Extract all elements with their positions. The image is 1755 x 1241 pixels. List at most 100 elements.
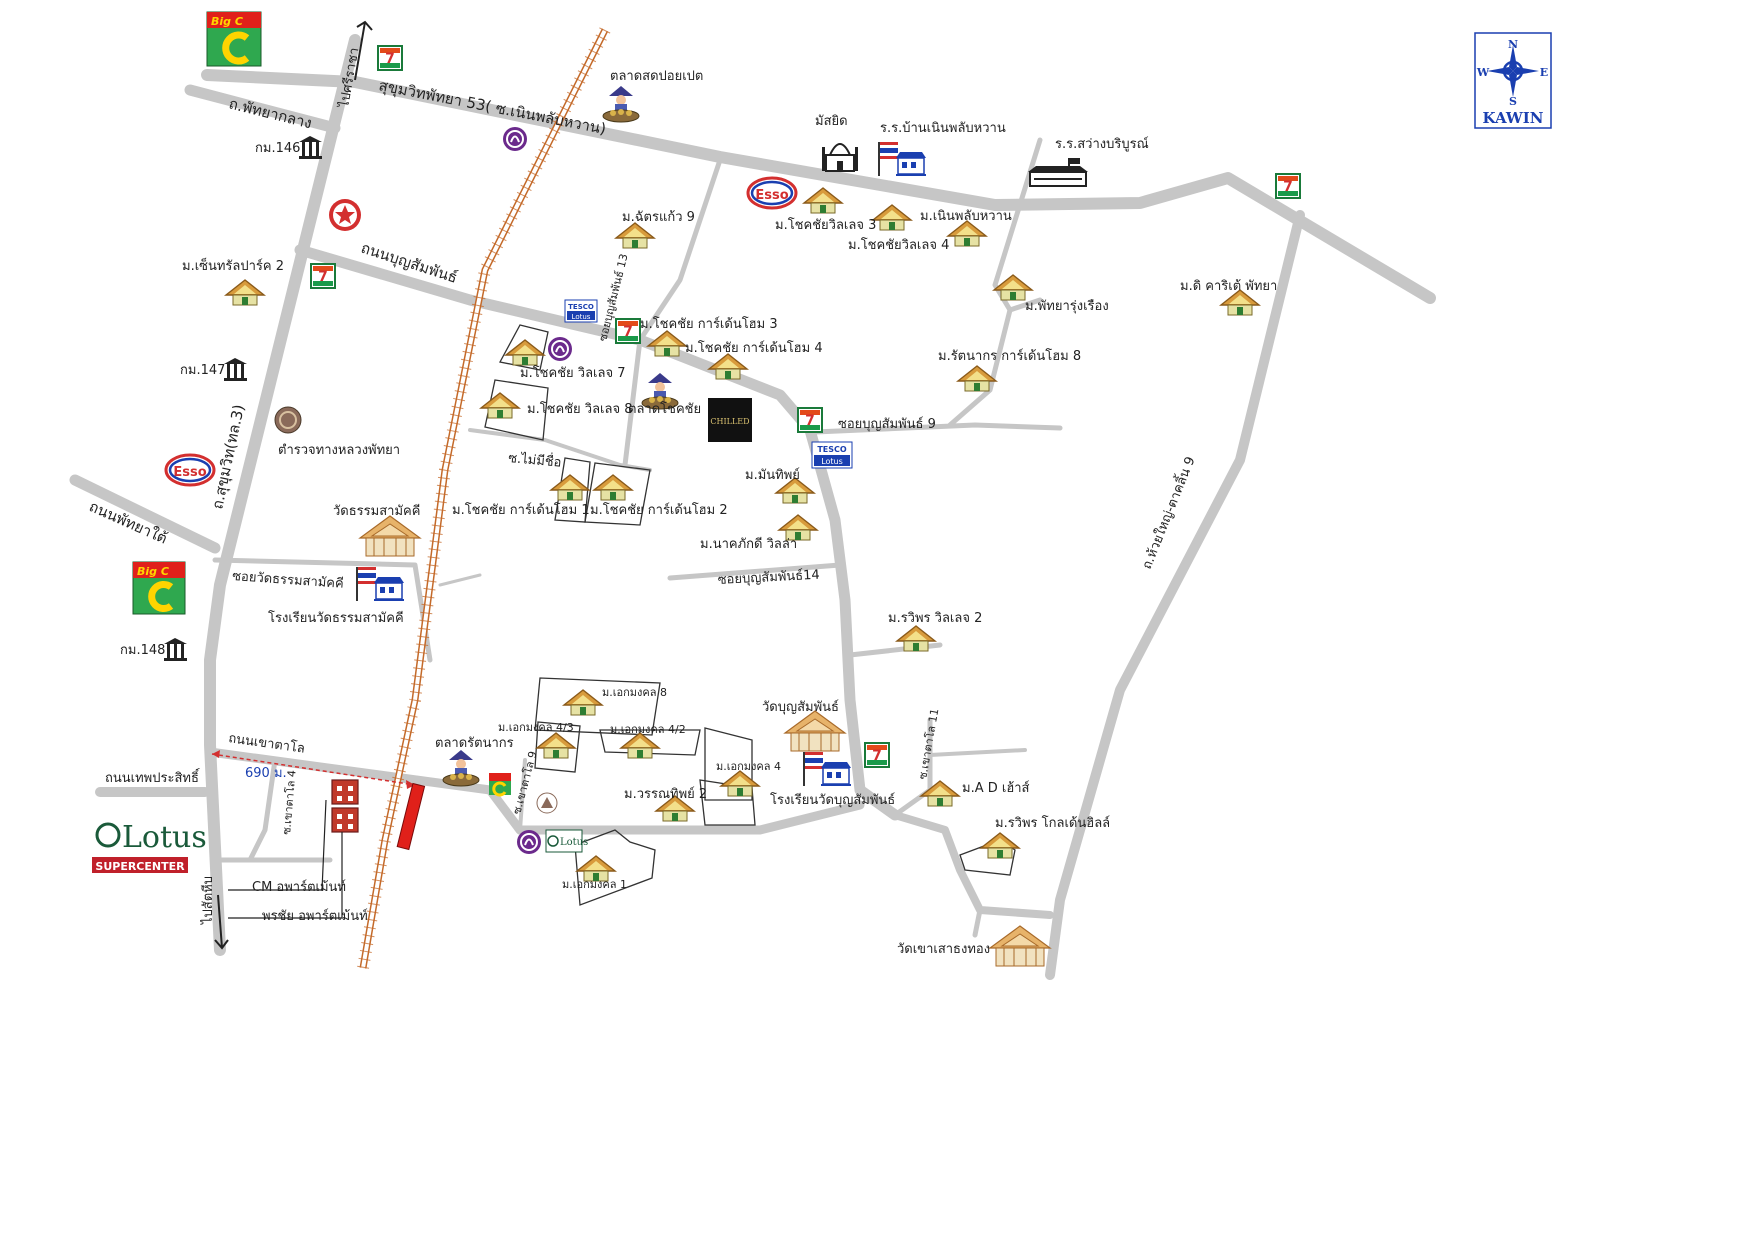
label-ekmongkol-4: ม.เอกมงคล 4 — [716, 760, 781, 773]
label-chokchai-v8: ม.โชคชัย วิลเลจ 8 — [527, 401, 632, 417]
label-cm-apartment: CM อพาร์ตเม้นท์ — [252, 879, 346, 895]
to-sriracha-arrow — [354, 20, 373, 81]
big-c-small-icon[interactable] — [487, 771, 513, 797]
label-ekmongkol-43: ม.เอกมงคล 4/3 — [498, 721, 574, 734]
svg-text:TESCO: TESCO — [568, 303, 594, 311]
road-huai-yai — [1045, 210, 1305, 980]
label-wat-khao: วัดเขาเสาธงทอง — [897, 942, 990, 957]
road-label-pattaya-klang: ถ.พัทยากลาง — [227, 94, 314, 132]
label-chatkaew-9: ม.ฉัตรแก้ว 9 — [622, 210, 695, 225]
label-talad-pui-ped: ตลาดสดปอยเปต — [610, 69, 703, 84]
distance-marker: 690 ม. — [211, 750, 416, 789]
road-khao-talo-4 — [247, 757, 278, 863]
road-soi-boon-13 — [622, 157, 723, 468]
distance-label: 690 ม. — [245, 766, 287, 781]
svg-text:TESCO: TESCO — [817, 445, 847, 454]
to-sattahip-arrow — [214, 894, 229, 950]
label-rattanakorn-gh8: ม.รัตนากร การ์เด้นโฮม 8 — [938, 348, 1081, 364]
compass-brand: KAWIN — [1483, 109, 1544, 127]
label-talad-chokchai: ตลาดโชคชัย — [628, 401, 701, 417]
road-label-khao-talo-9: ซ.เขาตาโล 9 — [509, 749, 539, 815]
label-pornchai-apartment: พรชัย อพาร์ตเม้นท์ — [262, 908, 368, 924]
road-label-to-sattahip: ไปสัตหีบ — [200, 876, 216, 925]
label-chokchai-gh3: ม.โชคชัย การ์เด้นโฮม 3 — [640, 316, 778, 332]
label-wat-thamma: วัดธรรมสามัคคี — [333, 503, 420, 519]
esso-icon[interactable]: Esso Esso — [164, 176, 798, 487]
label-school-sawang: ร.ร.สว่างบริบูรณ์ — [1055, 136, 1149, 152]
label-chokchai-v4: ม.โชคชัยวิลเลจ 4 — [848, 237, 949, 253]
lotus-supercenter-logo[interactable]: Lotus SUPERCENTER — [92, 815, 207, 873]
label-ekmongkol-8: ม.เอกมงคล 8 — [602, 686, 667, 699]
roads — [69, 34, 1436, 980]
label-chokchai-gh4: ม.โชคชัย การ์เด้นโฮม 4 — [685, 340, 823, 356]
road-label-thep-prasit: ถนนเทพประสิทธิ์ — [105, 768, 201, 786]
label-km146: กม.146 — [255, 141, 300, 156]
label-pattaya-rung: ม.พัทยารุ่งเรือง — [1025, 298, 1109, 314]
road-label-khao-talo-11: ซ.เขาตาโล 11 — [915, 707, 941, 780]
road-soi-thamma-east — [438, 573, 482, 587]
mosque-icon[interactable] — [822, 143, 858, 172]
property-marker[interactable] — [396, 782, 426, 851]
label-wannathip-2: ม.วรรณทิพย์ 2 — [624, 786, 707, 802]
svg-text:CHILLED: CHILLED — [710, 417, 749, 426]
market-icon[interactable] — [442, 85, 679, 787]
caltex-icon[interactable] — [329, 199, 361, 231]
label-wat-boon: วัดบุญสัมพันธ์ — [762, 699, 839, 715]
road-pattaya-tai — [69, 474, 221, 554]
direction-arrows — [214, 20, 373, 950]
chilled-logo[interactable]: CHILLED — [708, 398, 752, 442]
school-sawang-icon[interactable] — [1028, 158, 1088, 187]
road-soi-boon-9 — [812, 422, 1063, 435]
big-c-logo-top[interactable]: Big C — [206, 11, 262, 67]
compass-e: E — [1540, 66, 1548, 79]
police-icon[interactable] — [274, 406, 302, 434]
road-sukhumvit — [204, 34, 361, 956]
road-khao-talo-9 — [518, 758, 527, 832]
label-manthip: ม.มันทิพย์ — [745, 467, 800, 483]
road-khao-talo-11-branch — [928, 748, 1027, 757]
compass-w: W — [1476, 66, 1490, 79]
compass-rose: N S W E KAWIN — [1474, 32, 1552, 129]
police-icon-south[interactable] — [536, 792, 558, 814]
road-label-khao-talo-4: ซ.เขาตาโล 4 — [279, 769, 299, 835]
road-sukhumvit-53 — [201, 69, 1436, 304]
svg-text:Lotus: Lotus — [560, 837, 588, 848]
road-pattaya-klang — [184, 84, 341, 134]
label-ekmongkol-42: ม.เอกมงคล 4/2 — [610, 723, 686, 736]
road-rattanakorn — [947, 307, 1013, 428]
tesco-lotus-logo-3[interactable]: Lotus — [545, 829, 588, 853]
big-c-logo-south[interactable]: Big C — [132, 561, 186, 615]
apartments — [228, 779, 359, 919]
place-labels: ตลาดสดปอยเปต มัสยิด ร.ร.บ้านเนินพลับหวาน… — [120, 69, 1277, 957]
svg-text:Esso: Esso — [755, 188, 788, 203]
road-boon-sam-phan — [294, 244, 901, 821]
label-chokchai-v7: ม.โชคชัย วิลเลจ 7 — [520, 365, 625, 381]
lotus-logo-subtext: SUPERCENTER — [95, 860, 185, 873]
label-chokchai-gh1: ม.โชคชัย การ์เด้นโฮม 1 — [452, 502, 590, 518]
label-school-wat-boon: โรงเรียนวัดบุญสัมพันธ์ — [770, 792, 895, 808]
tesco-lotus-logo-2[interactable]: TESCO Lotus — [811, 441, 853, 469]
label-police: ตำรวจทางหลวงพัทยา — [278, 443, 400, 458]
label-central-park-2: ม.เซ็นทรัลปาร์ค 2 — [182, 256, 284, 274]
lotus-logo-text: Lotus — [122, 820, 207, 855]
svg-text:Esso: Esso — [173, 465, 206, 480]
label-ad-house: ม.A D เฮ้าส์ — [962, 780, 1030, 796]
label-nakpakdee: ม.นาคภักดี วิลล่า — [700, 536, 797, 552]
label-noen-phlap: ม.เนินพลับหวาน — [920, 209, 1012, 224]
road-soi-boon-14 — [667, 562, 843, 581]
label-school-noen: ร.ร.บ้านเนินพลับหวาน — [880, 121, 1006, 136]
road-southeast — [891, 811, 1054, 919]
label-talad-rattanakorn: ตลาดรัตนากร — [435, 736, 514, 751]
svg-text:Lotus: Lotus — [821, 457, 843, 466]
compass-s: S — [1509, 95, 1517, 108]
label-km148: กม.148 — [120, 643, 165, 658]
compass-n: N — [1508, 38, 1518, 51]
label-chokchai-gh2: ม.โชคชัย การ์เด้นโฮม 2 — [590, 502, 728, 518]
label-chokchai-v3: ม.โชคชัยวิลเลจ 3 — [775, 217, 876, 233]
road-label-soi-boon-14: ซอยบุญสัมพันธ์14 — [717, 567, 820, 588]
tesco-lotus-logo-1[interactable]: TESCO Lotus — [564, 299, 598, 323]
railway — [357, 27, 611, 970]
label-mosque: มัสยิด — [815, 114, 848, 129]
label-the-charity: ม.ดิ คาริเต้ พัทยา — [1180, 279, 1277, 294]
